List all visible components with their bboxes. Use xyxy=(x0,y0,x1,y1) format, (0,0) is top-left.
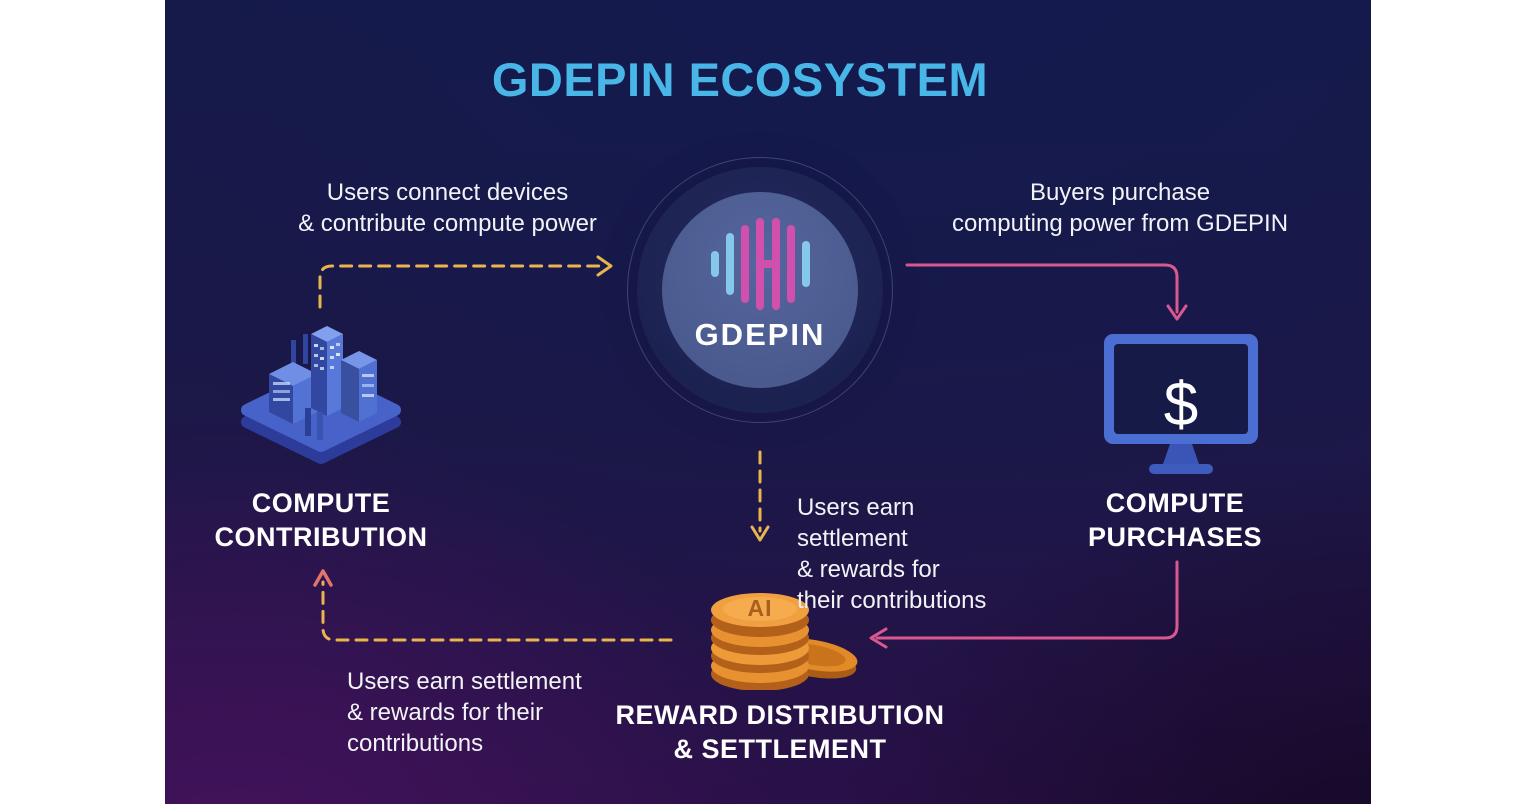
coin-ai-text: AI xyxy=(748,595,773,621)
monitor-dollar-icon: $ xyxy=(1104,334,1258,474)
arrow-hub-to-rewards xyxy=(750,450,770,542)
logo-h-glyph xyxy=(755,218,780,310)
gdepin-hub-node: GDEPIN xyxy=(627,157,893,423)
arrow-hub-to-purchases xyxy=(905,263,1188,321)
diagram-area: GDEPIN ECOSYSTEM xyxy=(165,0,1371,804)
hub-label: GDEPIN xyxy=(694,317,826,352)
hub-outer-ring xyxy=(627,157,893,423)
waveform-logo-icon xyxy=(627,209,893,319)
compute-contribution-label: COMPUTE CONTRIBUTION xyxy=(214,488,428,552)
wave-bar xyxy=(740,225,749,303)
wave-bar xyxy=(801,241,810,287)
flow-arrows xyxy=(313,255,1188,649)
arrow-rewards-to-contribution xyxy=(313,569,673,642)
page-title: GDEPIN ECOSYSTEM xyxy=(491,53,989,106)
annotation-users-earn-left: Users earn settlement & rewards for thei… xyxy=(347,668,582,757)
arrow-purchases-to-rewards xyxy=(869,560,1179,649)
right-white-margin xyxy=(1371,0,1536,804)
wave-bar xyxy=(786,225,795,303)
annotation-users-earn-center: Users earn settlement & rewards for thei… xyxy=(797,494,987,614)
left-white-margin xyxy=(0,0,165,804)
city-buildings-icon xyxy=(241,326,401,464)
wave-bar xyxy=(725,233,734,295)
dollar-glyph: $ xyxy=(1164,370,1198,439)
ai-coins-icon: AI xyxy=(711,593,858,690)
annotation-users-connect: Users connect devices & contribute compu… xyxy=(298,179,597,237)
compute-purchases-label: COMPUTE PURCHASES xyxy=(1087,488,1263,552)
arrow-contribution-to-hub xyxy=(318,255,613,309)
annotation-buyers-purchase: Buyers purchase computing power from GDE… xyxy=(951,179,1289,237)
wave-bar xyxy=(710,251,719,277)
reward-distribution-label: REWARD DISTRIBUTION & SETTLEMENT xyxy=(615,700,945,764)
